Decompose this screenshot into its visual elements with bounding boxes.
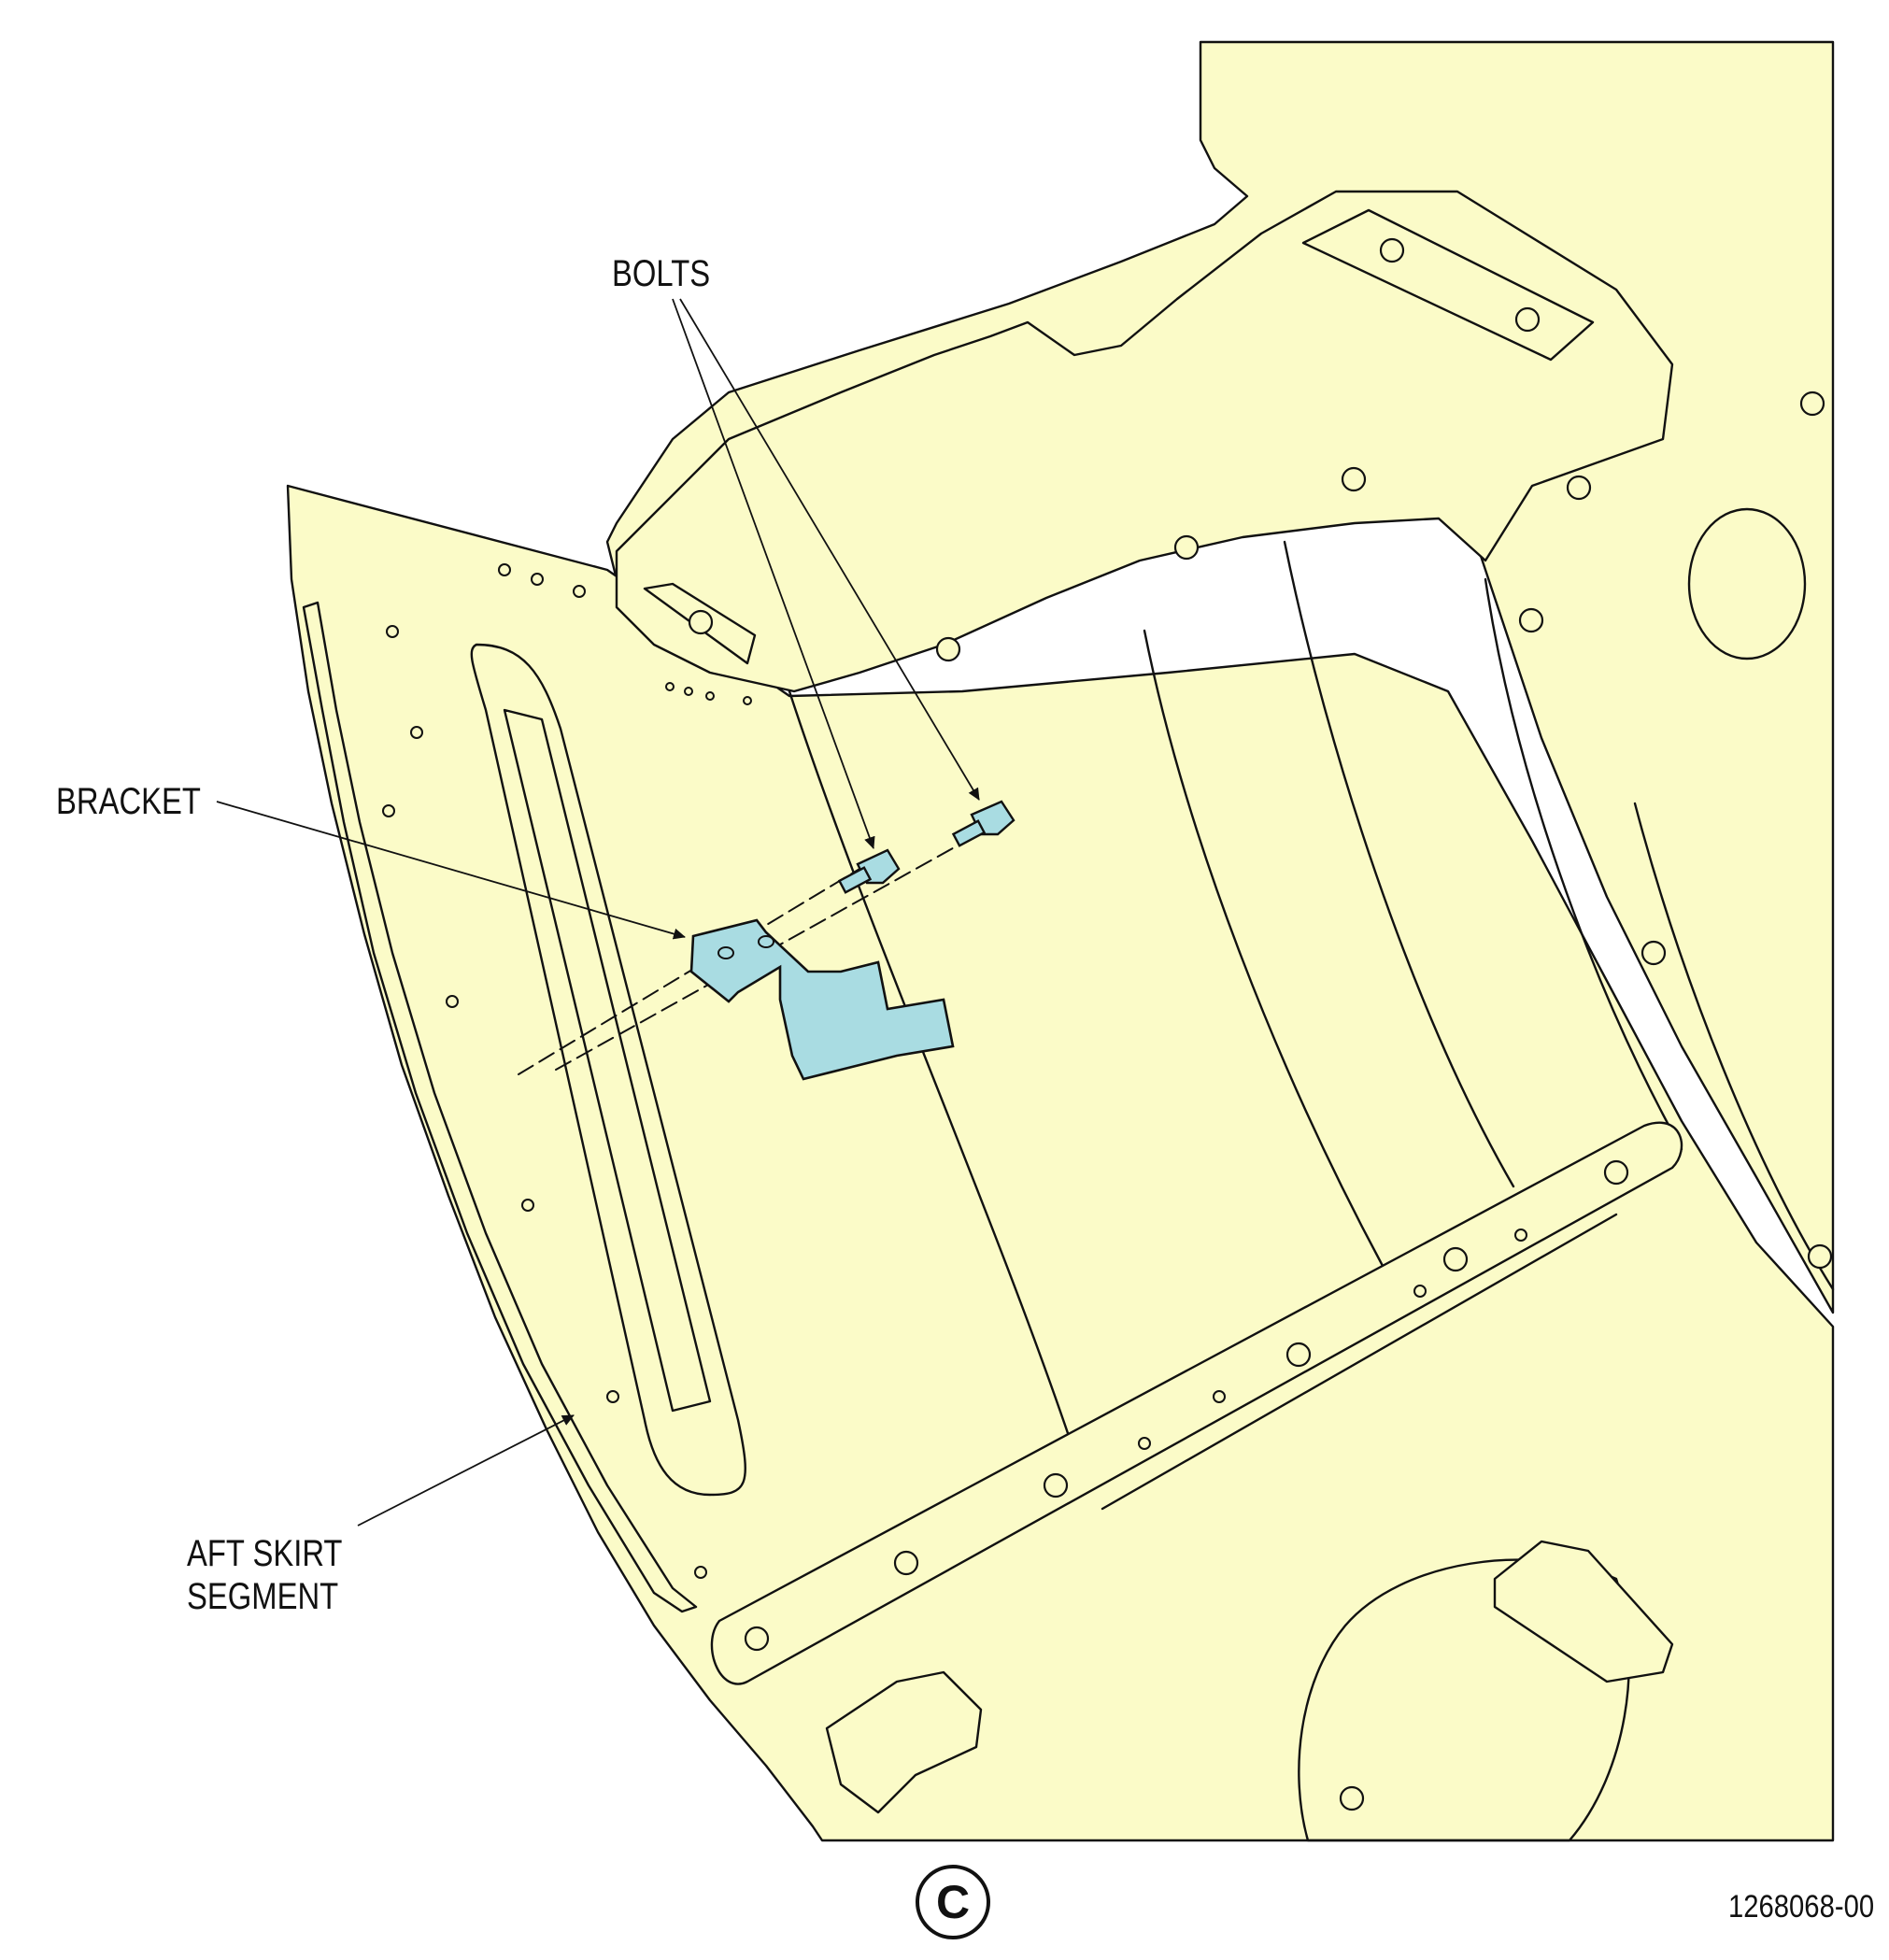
hex-nuts	[688, 237, 1833, 1811]
access-door	[1298, 1558, 1630, 1842]
stiffener-slot	[470, 643, 746, 1497]
bracket-label: BRACKET	[56, 781, 201, 822]
frame-flange	[615, 190, 1674, 693]
bracket-part	[689, 918, 955, 1081]
view-circle	[916, 1865, 990, 1939]
bolt-2-shank	[951, 819, 987, 847]
bolts-leader-1	[672, 298, 875, 849]
leader-lines	[216, 298, 980, 1527]
bracket-leader	[216, 801, 686, 940]
seam-3	[1283, 540, 1515, 1188]
stiffener-inner	[503, 708, 712, 1413]
bolts-leader-2	[679, 298, 980, 801]
seam-2	[1143, 629, 1385, 1268]
drawing-number: 1268068-00	[1728, 1889, 1875, 1924]
bolts-label: BOLTS	[612, 253, 711, 294]
hinge	[1493, 1540, 1674, 1683]
bracket-holes	[717, 935, 774, 959]
aft-skirt-segment-label: AFT SKIRT SEGMENT	[187, 1532, 342, 1618]
splice-strap-line	[1101, 1213, 1618, 1511]
seam-1	[788, 689, 1072, 1441]
seam-5	[1633, 802, 1835, 1291]
skirt-rim	[302, 601, 698, 1613]
rivet-holes	[382, 563, 1527, 1579]
aft-skirt-label-line2: SEGMENT	[187, 1576, 339, 1617]
aft-skirt-panel	[286, 484, 1835, 1842]
view-identifier: C	[935, 1876, 971, 1928]
bolt-1-shank	[837, 866, 873, 894]
bolt-parts	[837, 800, 1016, 894]
seam-4	[1484, 577, 1683, 1151]
aft-skirt-leader	[357, 1414, 575, 1527]
lower-clamp	[825, 1670, 983, 1814]
aft-skirt-label-line1: AFT SKIRT	[187, 1533, 343, 1574]
port-opening	[1687, 507, 1807, 660]
splice-strap	[710, 1121, 1683, 1685]
